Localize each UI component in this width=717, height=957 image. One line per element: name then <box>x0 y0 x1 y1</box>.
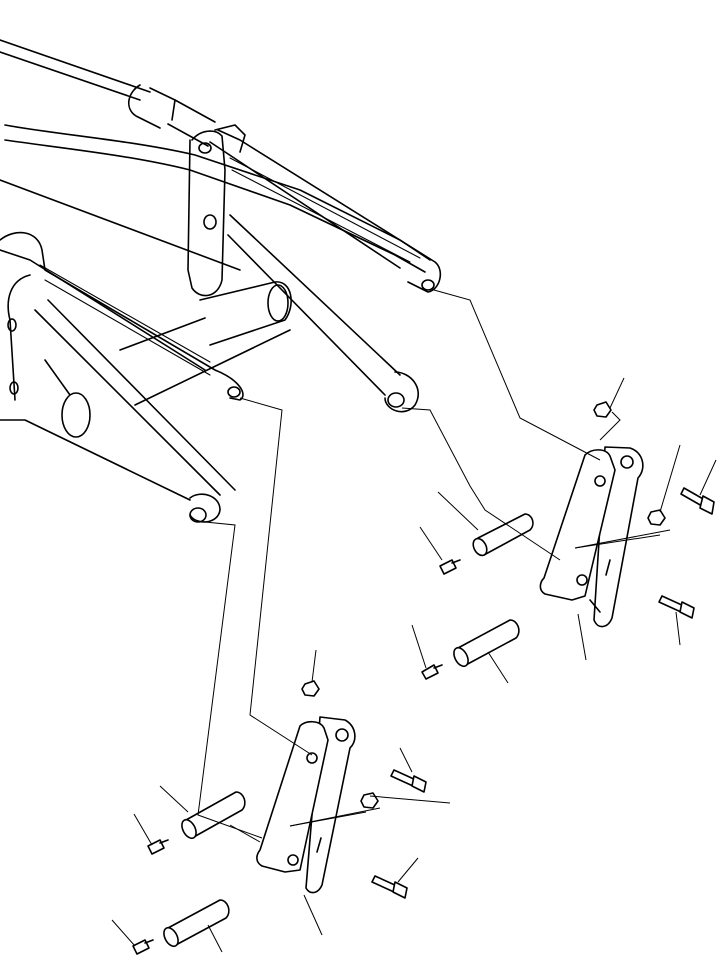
loader-arm-assembly <box>0 39 442 523</box>
pin-right-upper <box>472 513 534 557</box>
right-hitch-group <box>421 401 715 680</box>
right-hitch-bracket <box>539 446 644 628</box>
left-hitch-group <box>132 680 427 955</box>
grease-fitting-right-upper <box>439 559 461 575</box>
bolt-right-lower <box>658 595 695 619</box>
nut-right-mid <box>647 509 666 526</box>
nut-right-top <box>593 401 612 418</box>
boom-cylinder <box>0 39 216 147</box>
pin-left-lower <box>163 899 230 948</box>
leader-lines <box>111 289 717 953</box>
bolt-left-lower <box>371 875 408 899</box>
pin-left-upper <box>181 791 246 840</box>
pin-right-lower <box>453 619 520 668</box>
grease-fitting-left-lower <box>132 939 154 955</box>
grease-fitting-right-lower <box>421 664 443 680</box>
bolt-left-upper <box>390 769 427 793</box>
boom-arm-upper <box>0 124 442 413</box>
nut-left-mid <box>360 792 379 809</box>
bolt-right-upper <box>680 487 715 515</box>
grease-fitting-left-upper <box>147 839 169 855</box>
left-hitch-bracket <box>256 716 356 894</box>
nut-left-top <box>301 680 320 697</box>
cross-tube <box>119 281 292 406</box>
boom-arm-lower <box>0 231 244 523</box>
